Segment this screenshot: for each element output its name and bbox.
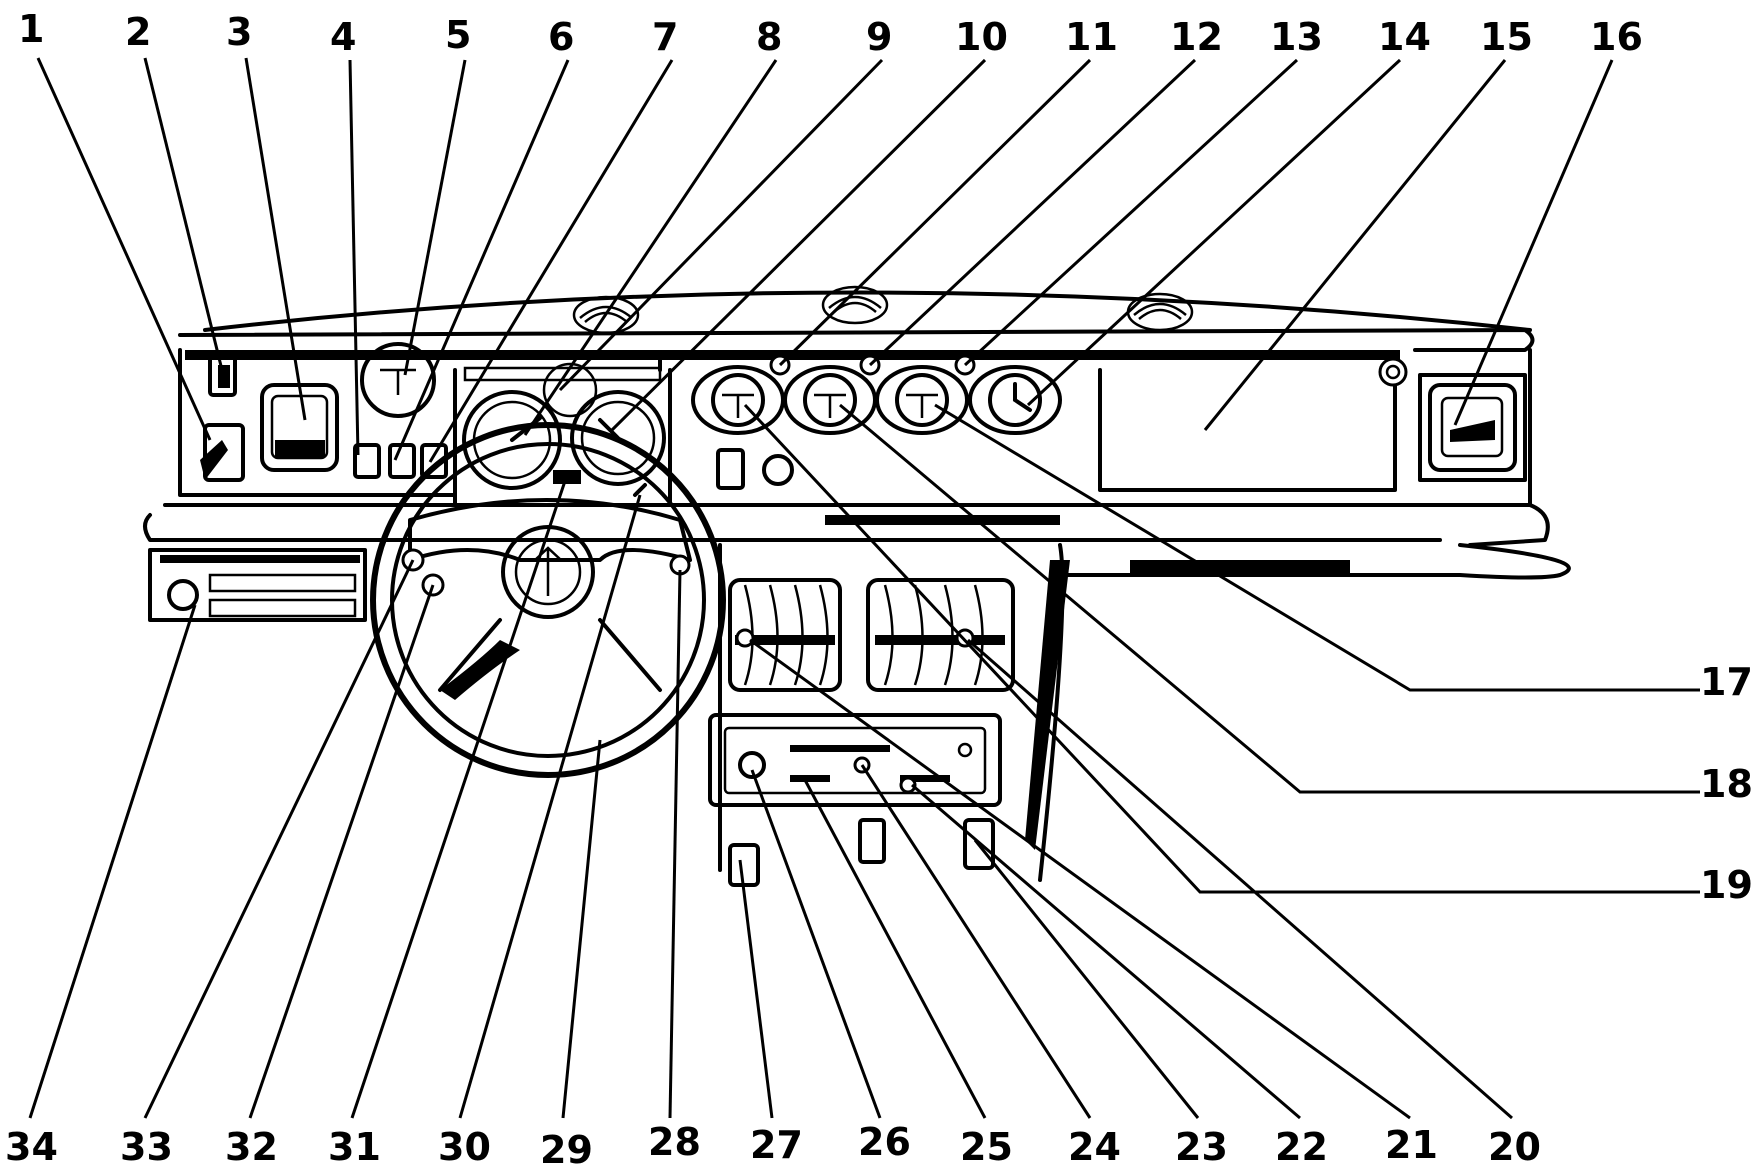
callout-33: 33 [120, 1125, 173, 1168]
dashboard-illustration [143, 285, 1571, 887]
callout-13: 13 [1270, 15, 1323, 59]
speedometer [570, 390, 666, 486]
climate-panel [708, 713, 1002, 807]
callout-19: 19 [1700, 863, 1753, 907]
defroster-vent-left [572, 295, 640, 335]
clock-14 [968, 365, 1062, 435]
gauge-19 [875, 365, 969, 435]
callout-32: 32 [225, 1125, 278, 1168]
callout-5: 5 [445, 13, 471, 57]
switch-6a [388, 443, 416, 479]
callout-10: 10 [955, 15, 1008, 59]
vent-knob-22 [735, 628, 755, 648]
cigar-lighter [762, 454, 794, 486]
callout-27: 27 [750, 1123, 803, 1167]
callout-24: 24 [1068, 1125, 1121, 1168]
leader-lines [28, 57, 1700, 1120]
callout-4: 4 [330, 15, 356, 59]
callout-1: 1 [18, 7, 44, 51]
indicator-lamp [553, 470, 581, 484]
callout-16: 16 [1590, 15, 1643, 59]
callout-29: 29 [540, 1128, 593, 1168]
callout-8: 8 [756, 15, 782, 59]
callout-7: 7 [652, 15, 678, 59]
switch-cluster-left [200, 353, 245, 482]
steering-wheel [370, 422, 726, 778]
callout-2: 2 [125, 10, 151, 54]
switch-23 [963, 818, 995, 870]
callout-20: 20 [1488, 1125, 1541, 1168]
switch-27 [728, 843, 760, 887]
air-vent-right [866, 578, 1015, 692]
glovebox-latch-16 [1428, 383, 1517, 472]
callout-3: 3 [226, 10, 252, 54]
callout-6: 6 [548, 15, 574, 59]
callout-11: 11 [1065, 15, 1118, 59]
glovebox-lock [1378, 357, 1408, 387]
callout-18: 18 [1700, 762, 1753, 806]
callout-23: 23 [1175, 1125, 1228, 1168]
callout-14: 14 [1378, 15, 1431, 59]
gauge-17 [691, 365, 785, 435]
callouts: 1 2 3 4 5 6 7 8 9 10 11 12 13 14 15 16 1… [5, 7, 1753, 1168]
callout-34: 34 [5, 1125, 58, 1168]
gauge-5 [360, 342, 436, 418]
lower-panel-34 [148, 548, 367, 622]
callout-15: 15 [1480, 15, 1533, 59]
callout-30: 30 [438, 1125, 491, 1168]
callout-9: 9 [866, 15, 892, 59]
callout-26: 26 [858, 1120, 911, 1164]
callout-31: 31 [328, 1125, 381, 1168]
hazard-switch [716, 448, 745, 490]
small-gauge [542, 362, 598, 418]
callout-12: 12 [1170, 15, 1223, 59]
switch-25 [858, 818, 886, 864]
callout-17: 17 [1700, 660, 1753, 704]
callout-28: 28 [648, 1120, 701, 1164]
cubby-3 [260, 383, 339, 472]
callout-21: 21 [1385, 1123, 1438, 1167]
callout-22: 22 [1275, 1125, 1328, 1168]
switch-4 [353, 443, 381, 479]
stalks [401, 483, 691, 597]
callout-25: 25 [960, 1125, 1013, 1168]
